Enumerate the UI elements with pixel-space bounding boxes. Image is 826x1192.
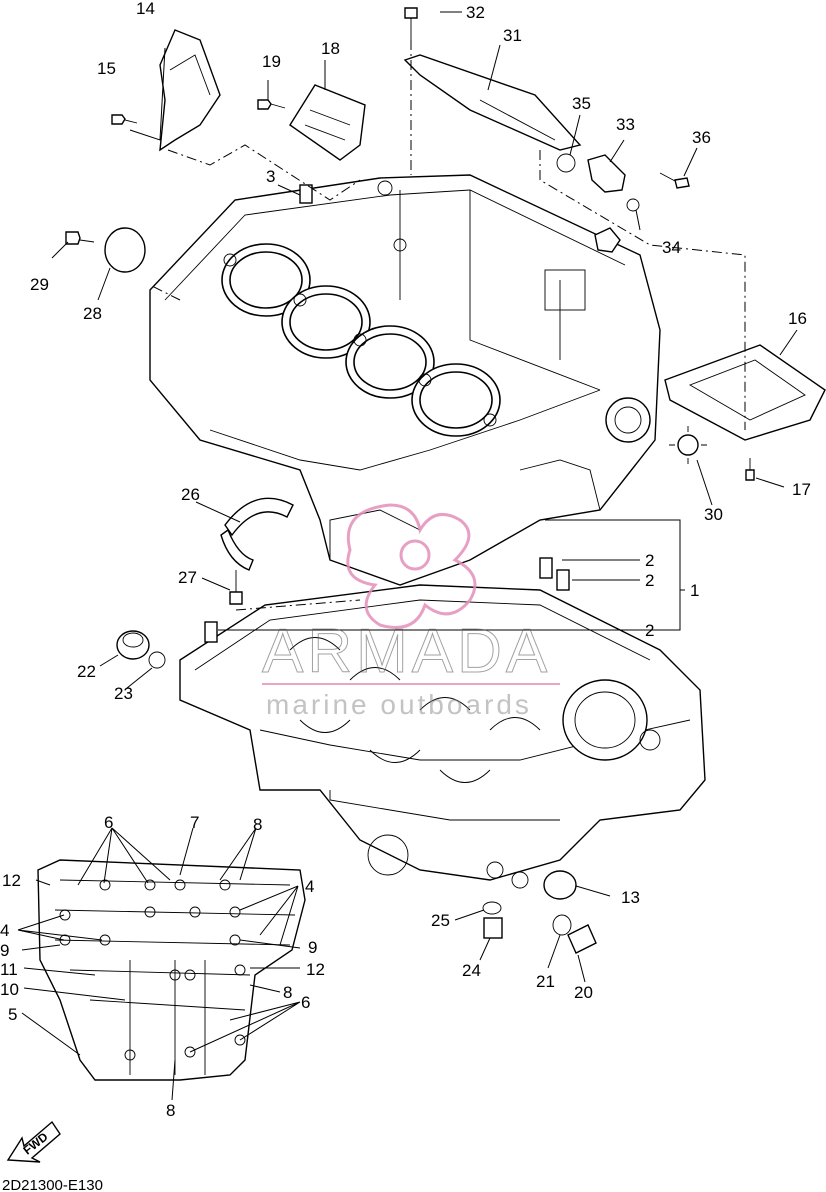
- callout-28: 28: [83, 304, 102, 323]
- armada-watermark: ARMADA marine outboards: [262, 503, 560, 720]
- callout-29: 29: [30, 275, 49, 294]
- callout-17: 17: [792, 480, 811, 499]
- lower-crankcase: [179, 584, 706, 889]
- callout-21: 21: [536, 972, 555, 991]
- callout-4-right: 4: [305, 877, 314, 896]
- fwd-arrow: FWD: [6, 1120, 61, 1163]
- callout-35: 35: [572, 94, 591, 113]
- callout-12-right: 12: [306, 960, 325, 979]
- inset-bottom-view: [37, 859, 306, 1081]
- callout-30: 30: [704, 505, 723, 524]
- diagram-code: 2D21300-E130: [2, 1177, 103, 1192]
- callout-2-b: 2: [645, 571, 654, 590]
- callout-9-right: 9: [308, 938, 317, 957]
- callout-8-top: 8: [253, 815, 262, 834]
- leader-lines: [17, 11, 798, 1101]
- callout-13: 13: [621, 888, 640, 907]
- callout-23: 23: [114, 684, 133, 703]
- watermark-brand: ARMADA: [262, 617, 551, 686]
- callout-3: 3: [266, 167, 275, 186]
- callout-7: 7: [190, 813, 199, 832]
- callout-12-left: 12: [2, 871, 21, 890]
- callout-15: 15: [97, 59, 116, 78]
- callout-22: 22: [77, 662, 96, 681]
- callout-6-right: 6: [301, 993, 310, 1012]
- callout-labels: 14 32 31 15 19 18 35 33 36 3 34 29 28 16…: [0, 0, 811, 1120]
- callout-24: 24: [462, 961, 481, 980]
- callout-26: 26: [181, 485, 200, 504]
- callout-18: 18: [321, 39, 340, 58]
- small-parts: [65, 7, 826, 954]
- callout-33: 33: [616, 115, 635, 134]
- callout-36: 36: [692, 128, 711, 147]
- callout-20: 20: [574, 983, 593, 1002]
- callout-2-c: 2: [645, 621, 654, 640]
- callout-14: 14: [136, 0, 155, 18]
- callout-25: 25: [431, 911, 450, 930]
- callout-31: 31: [503, 26, 522, 45]
- watermark-tagline: marine outboards: [266, 689, 532, 720]
- callout-16: 16: [788, 309, 807, 328]
- callout-5: 5: [8, 1005, 17, 1024]
- callout-6-top: 6: [104, 813, 113, 832]
- callout-4-left: 4: [0, 921, 9, 940]
- callout-10: 10: [0, 980, 19, 999]
- callout-1: 1: [690, 581, 699, 600]
- callout-2-a: 2: [645, 551, 654, 570]
- callout-34: 34: [662, 238, 681, 257]
- callout-9-left: 9: [0, 941, 9, 960]
- callout-8-bottom: 8: [166, 1101, 175, 1120]
- callout-27: 27: [178, 568, 197, 587]
- callout-8-right: 8: [283, 983, 292, 1002]
- callout-11: 11: [0, 960, 18, 979]
- callout-32: 32: [466, 3, 485, 22]
- upper-crankcase: [149, 174, 661, 586]
- callout-19: 19: [262, 52, 281, 71]
